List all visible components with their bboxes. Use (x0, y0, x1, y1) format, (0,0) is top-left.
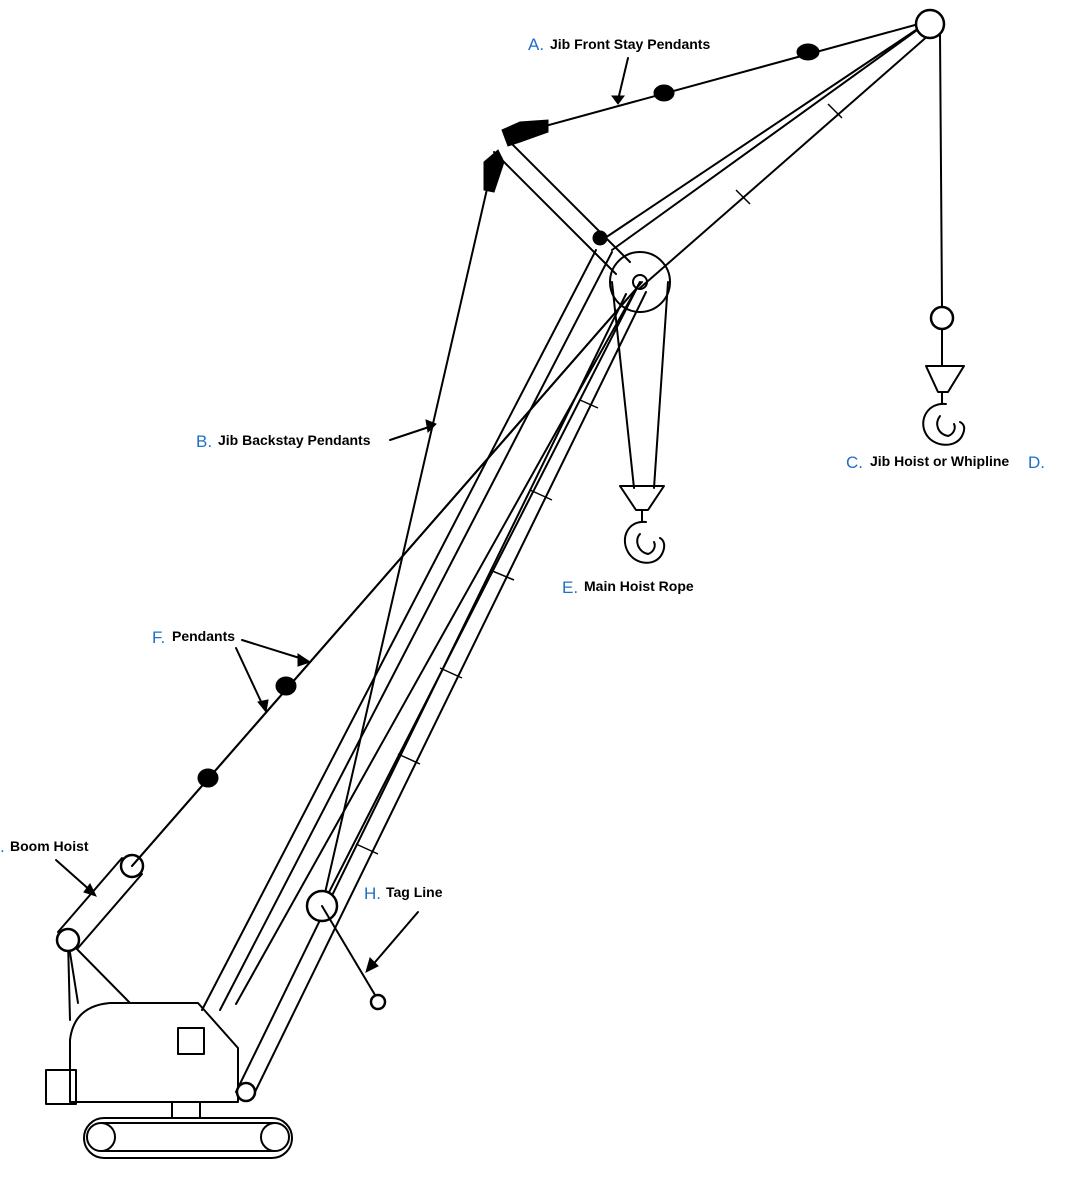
label-h-letter: H. (364, 884, 381, 903)
label-c-text: Jib Hoist or Whipline (870, 453, 1009, 469)
label-b: B. Jib Backstay Pendants (196, 432, 371, 451)
boom-pendants (131, 281, 643, 867)
label-h: H. Tag Line (364, 884, 443, 903)
jib-front-stay-pendants (501, 21, 927, 147)
jib-strut (493, 137, 631, 275)
label-f-text: Pendants (172, 628, 235, 644)
main-hook-block (611, 281, 669, 564)
tag-line (305, 889, 387, 1011)
label-c: C. Jib Hoist or Whipline D. (846, 453, 1045, 472)
label-b-text: Jib Backstay Pendants (218, 432, 371, 448)
label-e-letter: E. (562, 578, 578, 597)
label-e-text: Main Hoist Rope (584, 578, 694, 594)
boom-point-sheave (609, 251, 671, 313)
jib-backstay-pendants (321, 149, 505, 907)
pointer-arrows (55, 57, 629, 973)
hoist-rope-line (235, 281, 641, 1005)
label-d-letter: D. (1028, 453, 1045, 472)
label-a: A. Jib Front Stay Pendants (528, 35, 710, 54)
label-f-letter: F. (152, 628, 165, 647)
crane-cab (45, 1002, 239, 1105)
jib (601, 27, 931, 289)
jib-whipline (914, 8, 966, 446)
label-a-text: Jib Front Stay Pendants (550, 36, 710, 52)
label-h-text: Tag Line (386, 884, 443, 900)
label-f: F. Pendants (152, 628, 235, 647)
main-boom (201, 249, 647, 1103)
crawler-track (83, 1101, 293, 1159)
boom-hoist-bridle (55, 853, 145, 953)
label-c-letter: C. (846, 453, 863, 472)
gantry-frame (67, 939, 131, 1021)
label-g: . Boom Hoist (0, 837, 89, 856)
label-b-letter: B. (196, 432, 212, 451)
label-e: E. Main Hoist Rope (562, 578, 694, 597)
label-g-letter: . (0, 837, 5, 856)
label-g-text: Boom Hoist (10, 838, 89, 854)
label-a-letter: A. (528, 35, 544, 54)
